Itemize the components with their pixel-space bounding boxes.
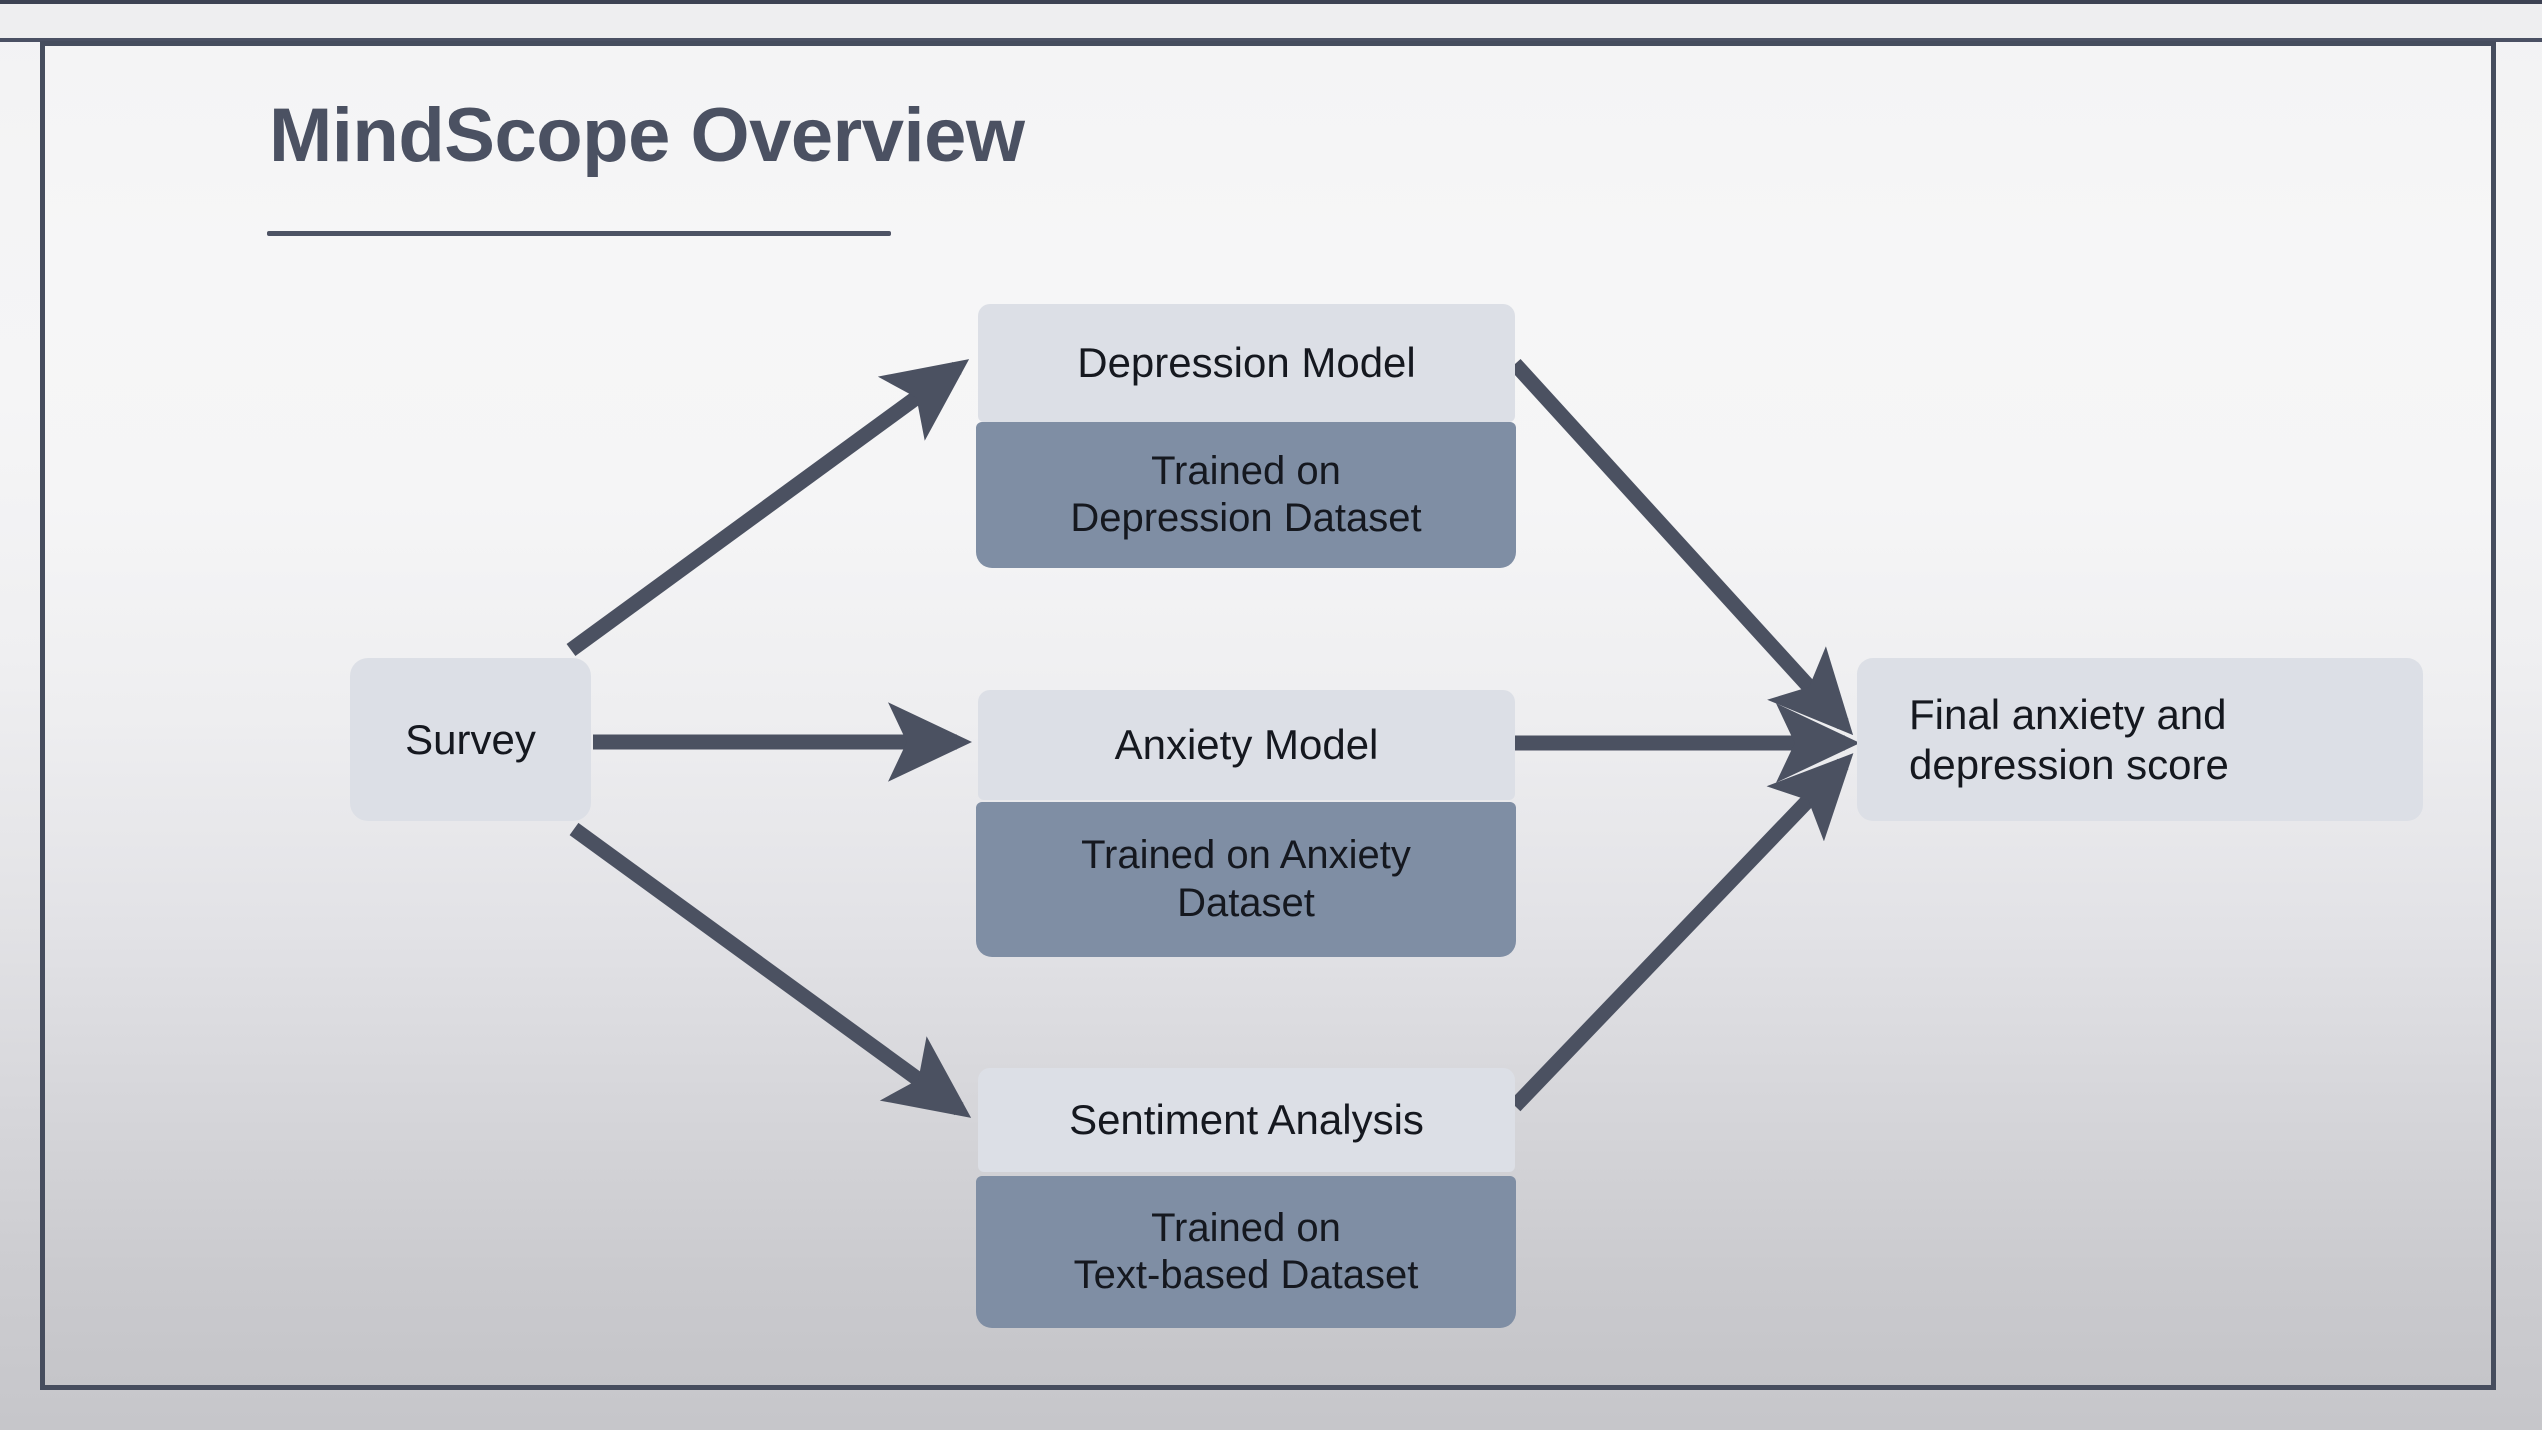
top-band [0, 4, 2542, 38]
training-line-1: Trained on Anxiety [1081, 833, 1411, 878]
node-depression-model[interactable]: Depression Model [978, 304, 1515, 422]
top-rule [0, 0, 2542, 4]
final-line-2: depression score [1909, 740, 2229, 788]
node-anxiety-model[interactable]: Anxiety Model [978, 690, 1515, 800]
edge-survey-to-depression [566, 359, 970, 657]
edge-survey-to-sentiment [569, 822, 972, 1118]
page-title: MindScope Overview [269, 93, 1025, 178]
frame-top-rule [0, 38, 2542, 42]
node-anxiety-training-text: Trained on Anxiety Dataset [1081, 832, 1411, 926]
training-line-1: Trained on [1151, 448, 1341, 493]
final-line-1: Final anxiety and [1909, 690, 2227, 738]
training-line-2: Dataset [1177, 880, 1315, 925]
title-underline [267, 231, 891, 236]
node-depression-training-text: Trained on Depression Dataset [1070, 448, 1421, 542]
slide-frame: MindScope Overview [40, 41, 2496, 1390]
node-anxiety-training[interactable]: Trained on Anxiety Dataset [976, 802, 1516, 957]
node-survey[interactable]: Survey [350, 658, 591, 821]
node-final-score-text: Final anxiety and depression score [1909, 690, 2229, 789]
edge-depression-to-final [1509, 358, 1854, 736]
node-sentiment-training[interactable]: Trained on Text-based Dataset [976, 1176, 1516, 1328]
node-final-score[interactable]: Final anxiety and depression score [1857, 658, 2423, 821]
node-depression-training[interactable]: Trained on Depression Dataset [976, 422, 1516, 568]
training-line-2: Depression Dataset [1070, 496, 1422, 540]
training-line-1: Trained on [1151, 1205, 1341, 1250]
node-sentiment-analysis[interactable]: Sentiment Analysis [978, 1068, 1515, 1172]
training-line-2: Text-based Dataset [1073, 1253, 1419, 1297]
edge-sentiment-to-final [1509, 753, 1854, 1112]
node-sentiment-training-text: Trained on Text-based Dataset [1074, 1205, 1419, 1299]
